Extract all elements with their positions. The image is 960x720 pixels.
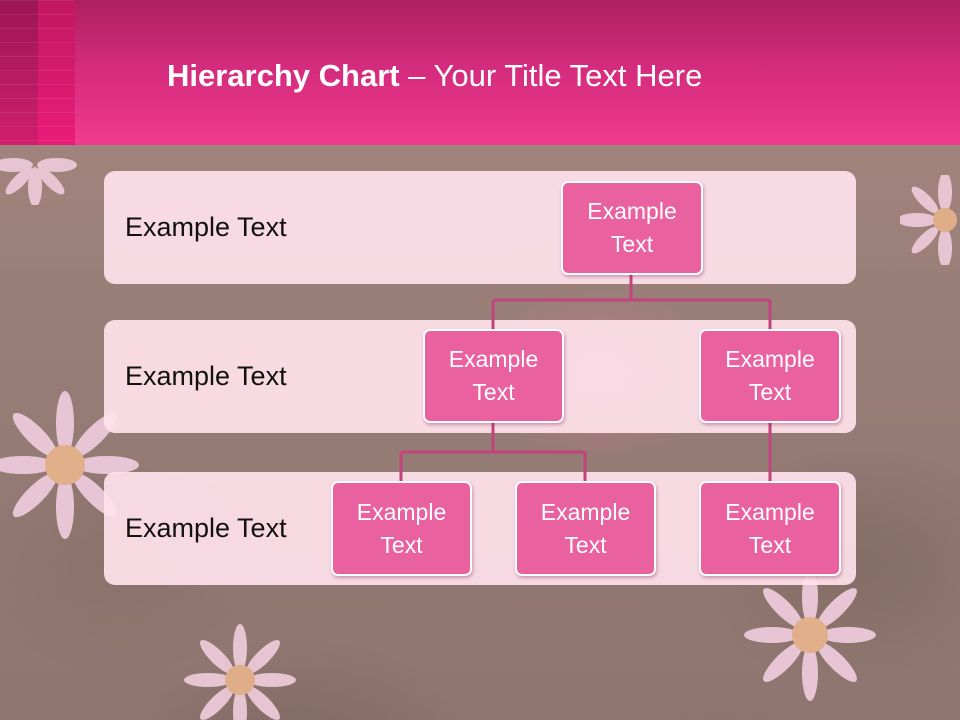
daisy-decoration bbox=[900, 175, 957, 265]
daisy-decoration bbox=[184, 624, 296, 720]
slide-title-rest: – Your Title Text Here bbox=[399, 58, 703, 93]
org-node-level2-left[interactable]: Example Text bbox=[423, 329, 564, 423]
band-label-level-2: Example Text bbox=[125, 361, 287, 391]
org-node-level3-right[interactable]: Example Text bbox=[699, 481, 841, 576]
org-node-level3-left-a[interactable]: Example Text bbox=[331, 481, 472, 576]
header-bar: Hierarchy Chart – Your Title Text Here bbox=[0, 0, 960, 145]
org-node-level2-right[interactable]: Example Text bbox=[699, 329, 841, 423]
daisy-decoration bbox=[0, 391, 139, 539]
band-label-level-3: Example Text bbox=[125, 513, 287, 543]
header-accent-lines bbox=[0, 0, 75, 145]
header-accent-block bbox=[0, 0, 38, 145]
org-node-level3-left-b[interactable]: Example Text bbox=[515, 481, 656, 576]
daisy-decoration bbox=[744, 569, 876, 701]
slide-title: Hierarchy Chart – Your Title Text Here bbox=[167, 56, 702, 96]
slide-title-bold: Hierarchy Chart bbox=[167, 58, 400, 93]
header-accent-block bbox=[38, 0, 75, 145]
band-label-level-1: Example Text bbox=[125, 212, 287, 242]
org-node-root[interactable]: Example Text bbox=[561, 181, 703, 275]
hierarchy-band-level-1 bbox=[104, 171, 856, 284]
daisy-decoration bbox=[0, 158, 77, 205]
